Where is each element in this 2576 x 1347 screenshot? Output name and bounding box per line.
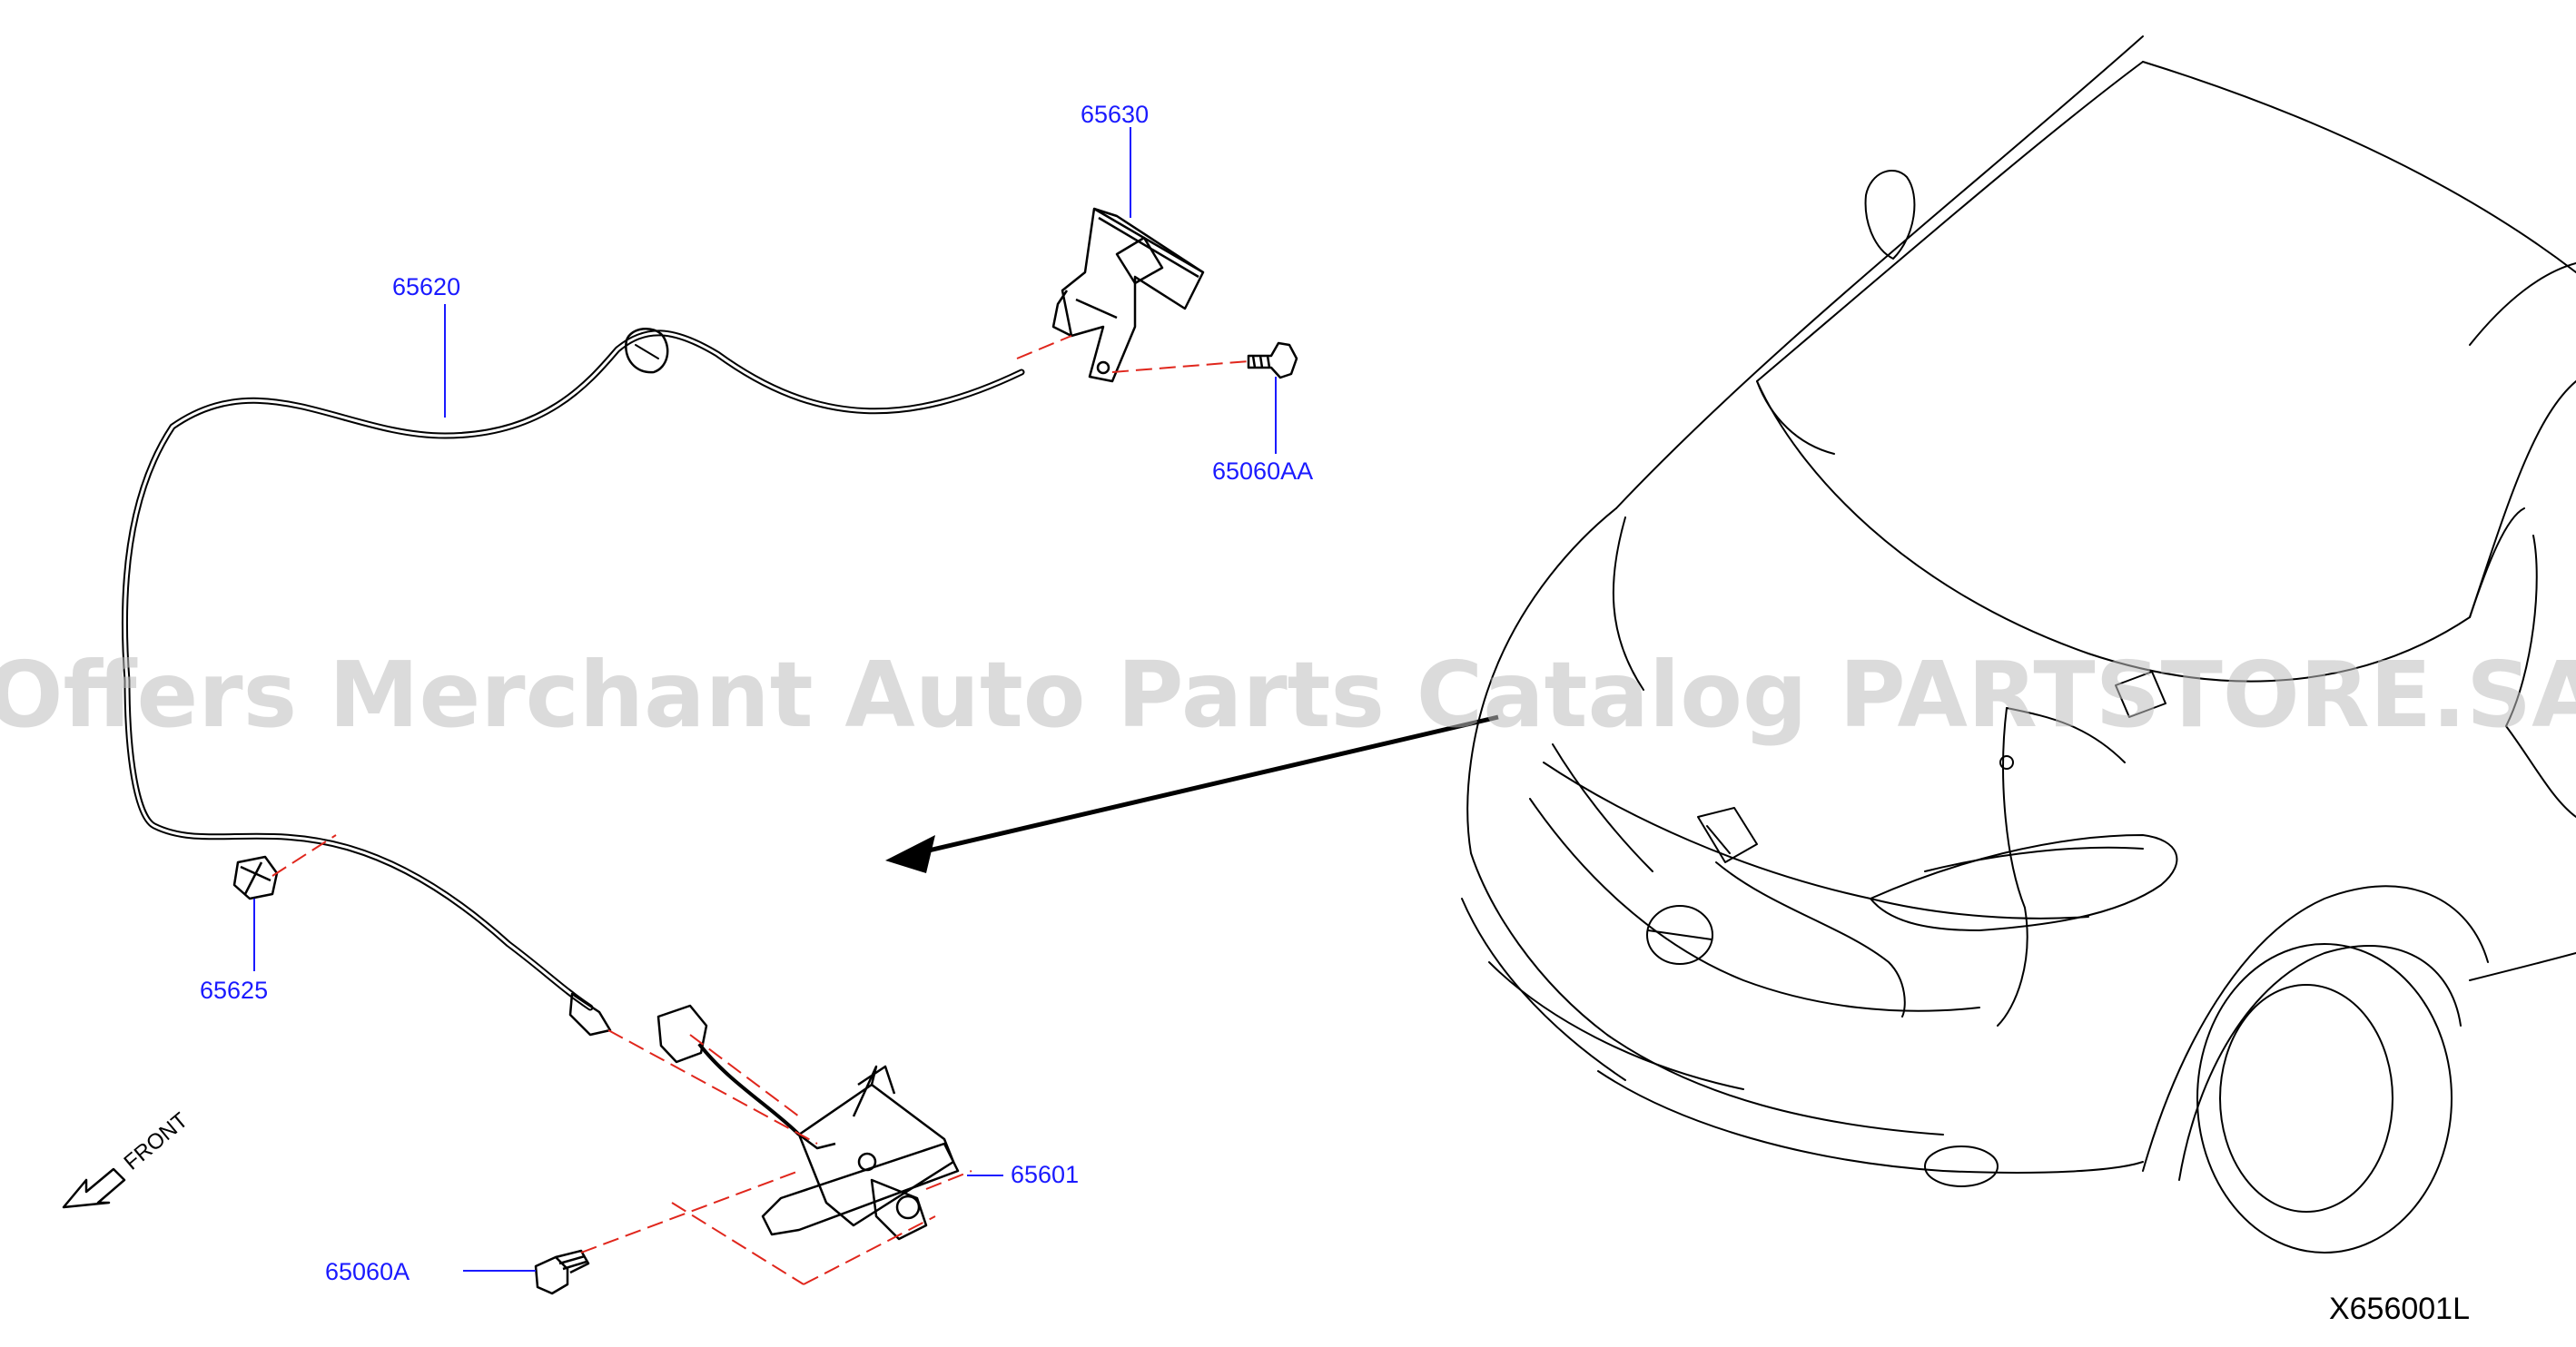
- front-label: FRONT: [120, 1108, 193, 1175]
- hood-lock-cable: [121, 328, 1025, 1037]
- callout-65630: 65630: [1081, 101, 1149, 128]
- front-direction-indicator: FRONT: [62, 1108, 193, 1209]
- detail-arrow: [885, 714, 1499, 873]
- hood-lock-assembly: [656, 1004, 960, 1241]
- callout-65060a: 65060A: [325, 1258, 410, 1285]
- vehicle-illustration: [1461, 35, 2576, 1254]
- alignment-dash-lines: [271, 335, 1249, 1285]
- illustration-code: X656001L: [2329, 1292, 2470, 1326]
- bolt-65060aa: [1247, 341, 1298, 379]
- cable-clip-65625: [232, 855, 279, 900]
- callout-65060aa: 65060AA: [1212, 457, 1313, 485]
- callout-65620: 65620: [392, 273, 460, 300]
- leader-lines: [253, 127, 1277, 1272]
- bolt-65060a: [534, 1249, 590, 1295]
- watermark: Offers Merchant Auto Parts Catalog PARTS…: [0, 642, 2576, 748]
- front-arrow-icon: [62, 1167, 126, 1209]
- hood-lock-control-bracket: [1051, 207, 1205, 383]
- callout-65625: 65625: [200, 977, 268, 1004]
- callout-65601: 65601: [1011, 1161, 1079, 1188]
